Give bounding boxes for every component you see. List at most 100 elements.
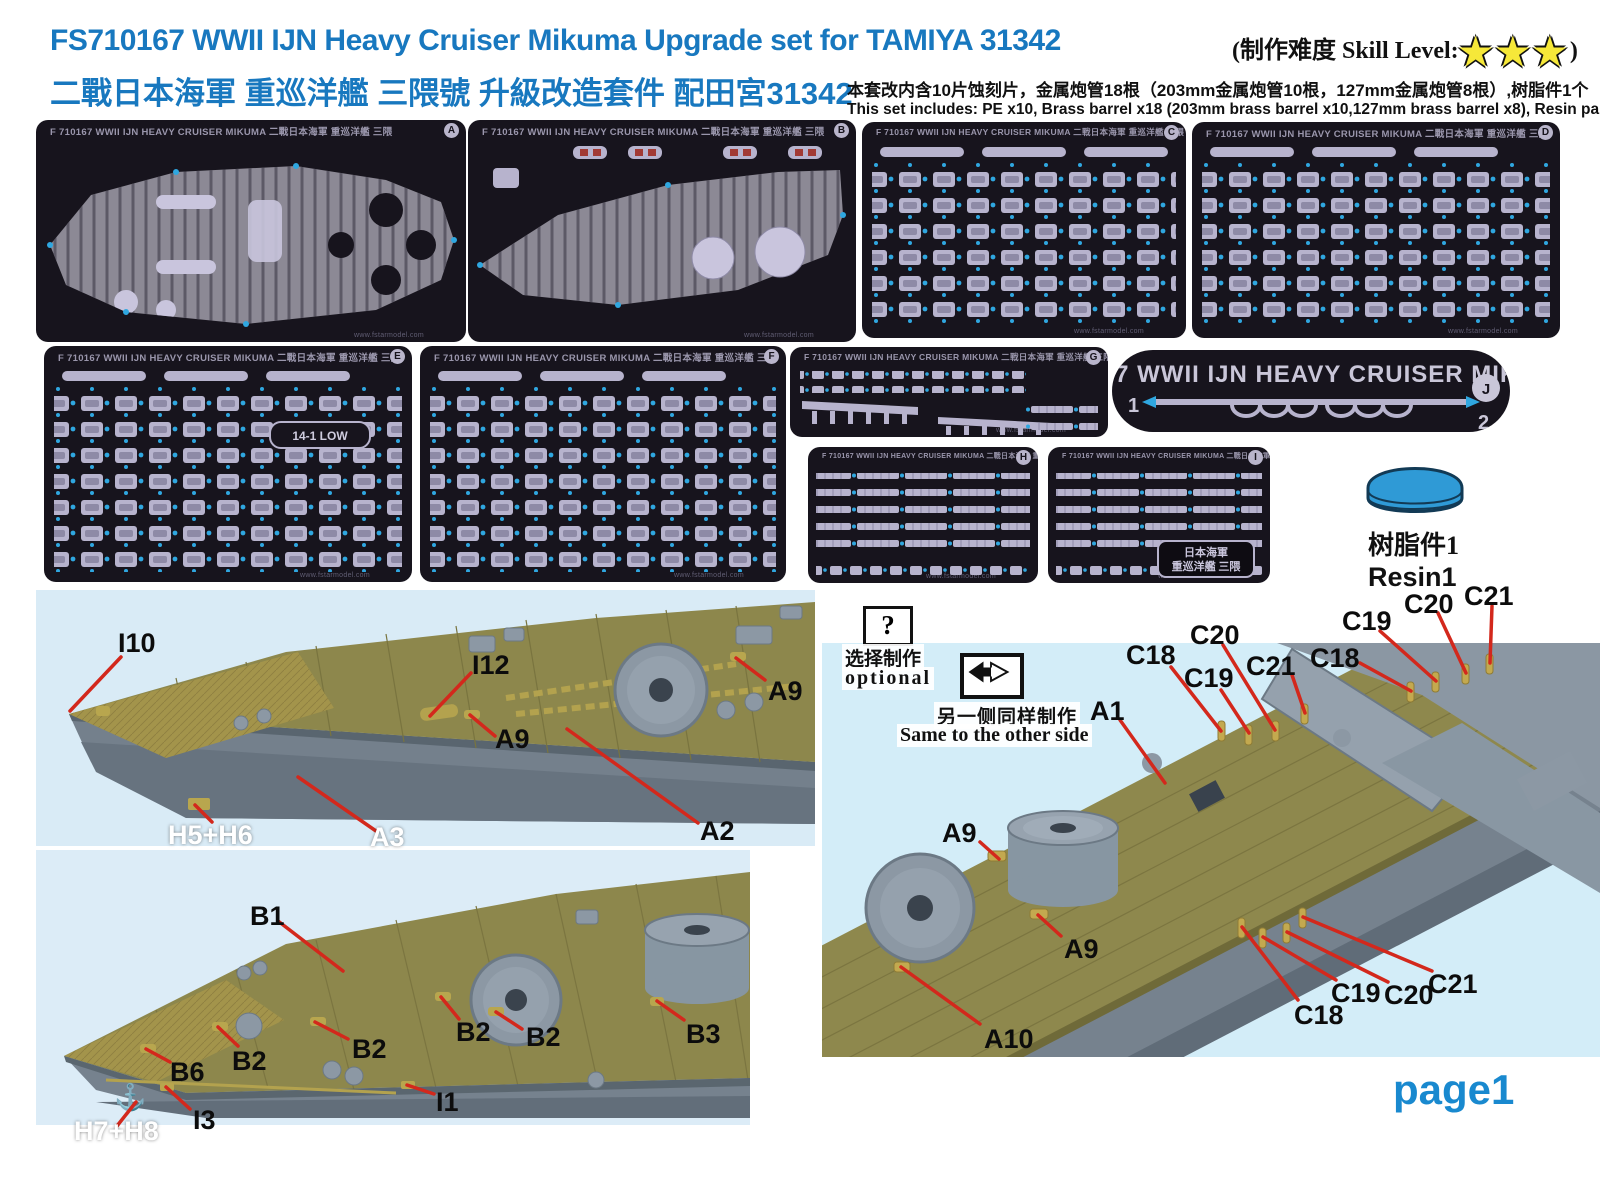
fret-header-text: F 710167 WWII IJN HEAVY CRUISER MIKUMA 二… [50, 127, 393, 138]
fret-letter-badge: C [1164, 125, 1179, 140]
part-callout-a9: A9 [942, 818, 977, 848]
fret-parts-image: 日本海軍 重巡洋艦 三隈 [1048, 467, 1270, 583]
fret-header-text: F 710167 WWII IJN HEAVY CRUISER MIKUMA 二… [482, 127, 825, 138]
svg-text:J: J [1482, 381, 1490, 398]
pe-fret-I: F 710167 WWII IJN HEAVY CRUISER MIKUMA 二… [1048, 447, 1270, 583]
fret-letter-badge: B [834, 123, 849, 138]
pe-fret-H: F 710167 WWII IJN HEAVY CRUISER MIKUMA 二… [808, 447, 1038, 583]
pe-fret-F: F 710167 WWII IJN HEAVY CRUISER MIKUMA 二… [420, 346, 786, 582]
part-callout-b2: B2 [526, 1022, 561, 1052]
fret-header: F 710167 WWII IJN HEAVY CRUISER MIKUMA 二… [862, 122, 1186, 142]
part-callout-b2: B2 [456, 1017, 491, 1047]
watermark-text: www.fstarmodel.com [1448, 328, 1518, 335]
fret-letter-badge: E [390, 349, 405, 364]
fret-parts-image: 14-1 LOW [44, 366, 412, 582]
fret-header-text: F 710167 WWII IJN HEAVY CRUISER MIKUMA 二… [804, 352, 1108, 362]
set-contents-zh: 本套改内含10片蚀刻片，金属炮管18根（203mm金属炮管10根，127mm金属… [847, 81, 1589, 100]
fret-parts-image [420, 366, 786, 582]
part-callout-h5-h6: H5+H6 [168, 820, 253, 850]
svg-text:2: 2 [1478, 412, 1489, 432]
part-callout-c19: C19 [1342, 606, 1392, 636]
optional-label-zh: 选择制作 [842, 644, 925, 671]
pe-fret-C: F 710167 WWII IJN HEAVY CRUISER MIKUMA 二… [862, 122, 1186, 338]
svg-text:F 710167 WWII IJN HEAVY CRUISE: F 710167 WWII IJN HEAVY CRUISER MIKUMA [1112, 361, 1510, 388]
skill-label: (制作难度 Skill Level: [1232, 38, 1459, 64]
watermark-text: www.fstarmodel.com [1074, 328, 1144, 335]
part-callout-c20: C20 [1404, 589, 1454, 619]
svg-text:日本海軍: 日本海軍 [1184, 545, 1228, 559]
watermark-text: www.fstarmodel.com [674, 572, 744, 579]
part-callout-c19: C19 [1331, 978, 1381, 1008]
fret-parts-image [36, 140, 466, 342]
skill-level: (制作难度 Skill Level:★★★) [1232, 30, 1578, 75]
part-callout-a3: A3 [370, 822, 405, 852]
part-callout-c18: C18 [1310, 643, 1360, 673]
part-callout-a9: A9 [1064, 934, 1099, 964]
part-callout-i3: I3 [193, 1105, 216, 1135]
svg-text:1: 1 [1128, 395, 1139, 417]
resin-label-en: Resin1 [1368, 562, 1457, 592]
part-callout-b6: B6 [170, 1057, 205, 1087]
fret-letter-badge: F [764, 349, 779, 364]
fret-header: F 710167 WWII IJN HEAVY CRUISER MIKUMA 二… [420, 346, 786, 366]
part-callout-i1: I1 [436, 1087, 459, 1117]
same-side-arrow-box [960, 653, 1024, 699]
resin-part-image [1366, 467, 1464, 513]
watermark-text: www.fstarmodel.com [744, 332, 814, 339]
fret-header: F 710167 WWII IJN HEAVY CRUISER MIKUMA 二… [808, 447, 1038, 467]
part-callout-c21: C21 [1464, 581, 1514, 611]
anchor-crest-icon: ⚓ [114, 1082, 146, 1112]
resin-label-zh: 树脂件1 [1368, 531, 1460, 560]
fret-header-text: F 710167 WWII IJN HEAVY CRUISER MIKUMA 二… [876, 127, 1185, 137]
resin-part-block: 树脂件1 Resin1 [1360, 446, 1500, 593]
fret-letter-badge: D [1538, 125, 1553, 140]
part-callout-b2: B2 [352, 1034, 387, 1064]
part-callout-c21: C21 [1246, 651, 1296, 681]
fret-header-text: F 710167 WWII IJN HEAVY CRUISER MIKUMA 二… [58, 353, 401, 364]
pe-fret-A: F 710167 WWII IJN HEAVY CRUISER MIKUMA 二… [36, 120, 466, 342]
fret-letter-badge: I [1248, 450, 1263, 465]
fret-parts-image [808, 467, 1038, 583]
part-callout-a1: A1 [1090, 696, 1125, 726]
fret-header-text: F 710167 WWII IJN HEAVY CRUISER MIKUMA 二… [1206, 129, 1549, 140]
optional-mark-box: ? [863, 606, 913, 646]
skill-stars-icon: ★★★ [1458, 32, 1570, 74]
fret-header-text: F 710167 WWII IJN HEAVY CRUISER MIKUMA 二… [822, 453, 1038, 460]
page-number: page1 [1393, 1066, 1515, 1113]
fret-parts-image [790, 367, 1108, 437]
part-callout-a10: A10 [984, 1024, 1034, 1054]
part-callout-a9: A9 [495, 724, 530, 754]
fret-parts-image: F 710167 WWII IJN HEAVY CRUISER MIKUMA 1… [1112, 350, 1510, 432]
part-callout-i12: I12 [472, 650, 510, 680]
part-callout-a2: A2 [700, 816, 735, 846]
same-side-label-en: Same to the other side [897, 724, 1092, 747]
part-callout-h7-h8: H7+H8 [74, 1116, 159, 1146]
svg-text:重巡洋艦 三隈: 重巡洋艦 三隈 [1172, 559, 1242, 573]
set-contents-en: This set includes: PE x10, Brass barrel … [847, 101, 1600, 118]
fret-parts-image [1192, 142, 1560, 338]
fret-letter-badge: H [1016, 450, 1031, 465]
fret-parts-image [862, 142, 1186, 338]
part-callout-b3: B3 [686, 1019, 721, 1049]
pe-fret-G: F 710167 WWII IJN HEAVY CRUISER MIKUMA 二… [790, 347, 1108, 437]
optional-label-en: optional [842, 667, 935, 690]
photo-bow-lower: ⚓ [36, 850, 750, 1125]
fret-header: F 710167 WWII IJN HEAVY CRUISER MIKUMA 二… [36, 120, 466, 140]
photo-bow-lower-image: ⚓ [36, 850, 750, 1125]
fret-header-text: F 710167 WWII IJN HEAVY CRUISER MIKUMA 二… [1062, 453, 1270, 460]
part-callout-c21: C21 [1428, 969, 1478, 999]
pe-fret-B: F 710167 WWII IJN HEAVY CRUISER MIKUMA 二… [468, 120, 856, 342]
fret-letter-badge: G [1086, 350, 1101, 365]
part-callout-b2: B2 [232, 1046, 267, 1076]
page-title-en: FS710167 WWII IJN Heavy Cruiser Mikuma U… [50, 24, 1061, 57]
double-arrow-icon [968, 661, 1010, 683]
fret-parts-image [468, 140, 856, 342]
pe-fret-E: F 710167 WWII IJN HEAVY CRUISER MIKUMA 二… [44, 346, 412, 582]
fret-header: F 710167 WWII IJN HEAVY CRUISER MIKUMA 二… [1048, 447, 1270, 467]
part-callout-a9: A9 [768, 676, 803, 706]
question-mark-icon: ? [881, 610, 895, 640]
part-callout-c20: C20 [1190, 620, 1240, 650]
part-callout-c20: C20 [1384, 980, 1434, 1010]
fret-header: F 710167 WWII IJN HEAVY CRUISER MIKUMA 二… [468, 120, 856, 140]
